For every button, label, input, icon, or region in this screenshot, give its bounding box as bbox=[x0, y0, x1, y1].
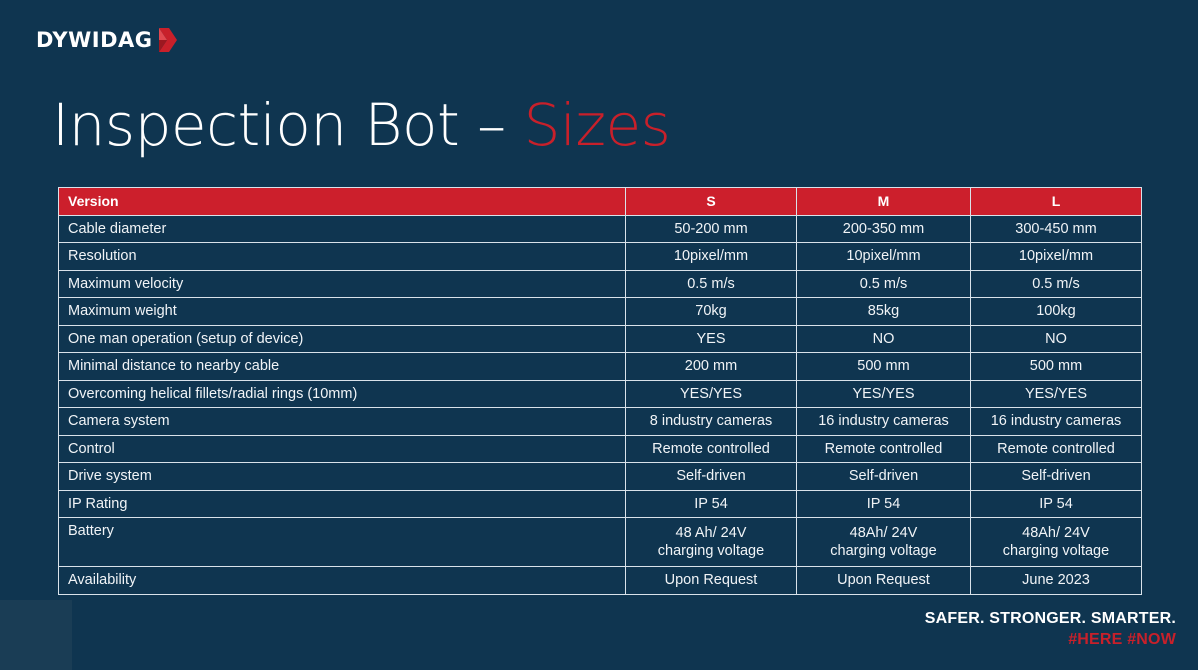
corner-overlay bbox=[0, 600, 72, 670]
title-main: Inspection Bot – bbox=[52, 91, 524, 159]
table-row: Availability Upon Request Upon Request J… bbox=[58, 566, 1142, 595]
cell-m: 0.5 m/s bbox=[796, 269, 971, 298]
logo-mark-icon bbox=[158, 28, 177, 52]
cell-s: 10pixel/mm bbox=[625, 242, 797, 271]
table-row: Maximum velocity 0.5 m/s 0.5 m/s 0.5 m/s bbox=[58, 269, 1142, 298]
cell-m: 500 mm bbox=[796, 352, 971, 381]
header-size-l: L bbox=[970, 187, 1142, 216]
cell-l: June 2023 bbox=[970, 566, 1142, 595]
cell-line: 48Ah/ 24V bbox=[1022, 525, 1090, 541]
row-label: Control bbox=[58, 434, 626, 463]
cell-s: Self-driven bbox=[625, 462, 797, 491]
cell-s: 200 mm bbox=[625, 352, 797, 381]
table-row: Minimal distance to nearby cable 200 mm … bbox=[58, 352, 1142, 381]
spec-table: Version S M L Cable diameter 50-200 mm 2… bbox=[58, 187, 1142, 595]
header-size-m: M bbox=[796, 187, 971, 216]
table-row: Cable diameter 50-200 mm 200-350 mm 300-… bbox=[58, 214, 1142, 243]
cell-l: Remote controlled bbox=[970, 434, 1142, 463]
cell-l: 300-450 mm bbox=[970, 214, 1142, 243]
row-label: Resolution bbox=[58, 242, 626, 271]
cell-s: YES bbox=[625, 324, 797, 353]
cell-line: 48 Ah/ 24V bbox=[675, 525, 747, 541]
table-row: Overcoming helical fillets/radial rings … bbox=[58, 379, 1142, 408]
table-row: Control Remote controlled Remote control… bbox=[58, 434, 1142, 463]
row-label: Maximum velocity bbox=[58, 269, 626, 298]
slogan-hashtags: #HERE #NOW bbox=[1068, 631, 1176, 648]
cell-s: IP 54 bbox=[625, 489, 797, 518]
cell-m: Self-driven bbox=[796, 462, 971, 491]
row-label: Overcoming helical fillets/radial rings … bbox=[58, 379, 626, 408]
cell-line: charging voltage bbox=[1002, 543, 1110, 559]
title-accent: Sizes bbox=[523, 91, 671, 159]
cell-line: charging voltage bbox=[657, 543, 765, 559]
cell-l: NO bbox=[970, 324, 1142, 353]
cell-l: 48Ah/ 24V charging voltage bbox=[970, 517, 1142, 567]
slogan-main: SAFER. STRONGER. SMARTER. bbox=[924, 610, 1176, 627]
table-header-row: Version S M L bbox=[58, 187, 1142, 216]
cell-s: 48 Ah/ 24V charging voltage bbox=[625, 517, 797, 567]
cell-l: 100kg bbox=[970, 297, 1142, 326]
row-label: Maximum weight bbox=[58, 297, 626, 326]
cell-m: 48Ah/ 24V charging voltage bbox=[796, 517, 971, 567]
row-label: Availability bbox=[58, 566, 626, 595]
cell-l: YES/YES bbox=[970, 379, 1142, 408]
cell-l: 0.5 m/s bbox=[970, 269, 1142, 298]
page-title: Inspection Bot – Sizes bbox=[52, 96, 671, 154]
cell-m: 16 industry cameras bbox=[796, 407, 971, 436]
row-label: Cable diameter bbox=[58, 214, 626, 243]
cell-m: 200-350 mm bbox=[796, 214, 971, 243]
cell-m: 85kg bbox=[796, 297, 971, 326]
cell-s: Remote controlled bbox=[625, 434, 797, 463]
cell-l: 16 industry cameras bbox=[970, 407, 1142, 436]
cell-m: NO bbox=[796, 324, 971, 353]
row-label: Minimal distance to nearby cable bbox=[58, 352, 626, 381]
cell-l: 500 mm bbox=[970, 352, 1142, 381]
cell-s: Upon Request bbox=[625, 566, 797, 595]
cell-m: Upon Request bbox=[796, 566, 971, 595]
cell-m: Remote controlled bbox=[796, 434, 971, 463]
row-label: Battery bbox=[58, 517, 626, 567]
cell-l: IP 54 bbox=[970, 489, 1142, 518]
cell-s: 8 industry cameras bbox=[625, 407, 797, 436]
row-label: Drive system bbox=[58, 462, 626, 491]
cell-s: 50-200 mm bbox=[625, 214, 797, 243]
cell-s: 70kg bbox=[625, 297, 797, 326]
cell-s: 0.5 m/s bbox=[625, 269, 797, 298]
logo-text: DYWIDAG bbox=[36, 28, 153, 52]
cell-s: YES/YES bbox=[625, 379, 797, 408]
table-row: Drive system Self-driven Self-driven Sel… bbox=[58, 462, 1142, 491]
header-version: Version bbox=[58, 187, 626, 216]
table-row: Camera system 8 industry cameras 16 indu… bbox=[58, 407, 1142, 436]
cell-m: IP 54 bbox=[796, 489, 971, 518]
table-row: Maximum weight 70kg 85kg 100kg bbox=[58, 297, 1142, 326]
row-label: One man operation (setup of device) bbox=[58, 324, 626, 353]
dywidag-logo: DYWIDAG bbox=[36, 26, 179, 54]
header-size-s: S bbox=[625, 187, 797, 216]
table-row: One man operation (setup of device) YES … bbox=[58, 324, 1142, 353]
row-label: Camera system bbox=[58, 407, 626, 436]
row-label: IP Rating bbox=[58, 489, 626, 518]
cell-l: Self-driven bbox=[970, 462, 1142, 491]
cell-line: 48Ah/ 24V bbox=[849, 525, 918, 541]
cell-l: 10pixel/mm bbox=[970, 242, 1142, 271]
table-row: Resolution 10pixel/mm 10pixel/mm 10pixel… bbox=[58, 242, 1142, 271]
cell-m: YES/YES bbox=[796, 379, 971, 408]
cell-m: 10pixel/mm bbox=[796, 242, 971, 271]
table-row: IP Rating IP 54 IP 54 IP 54 bbox=[58, 489, 1142, 518]
cell-line: charging voltage bbox=[830, 543, 937, 559]
table-row: Battery 48 Ah/ 24V charging voltage 48Ah… bbox=[58, 517, 1142, 567]
slogan: SAFER. STRONGER. SMARTER. #HERE #NOW bbox=[925, 608, 1176, 650]
